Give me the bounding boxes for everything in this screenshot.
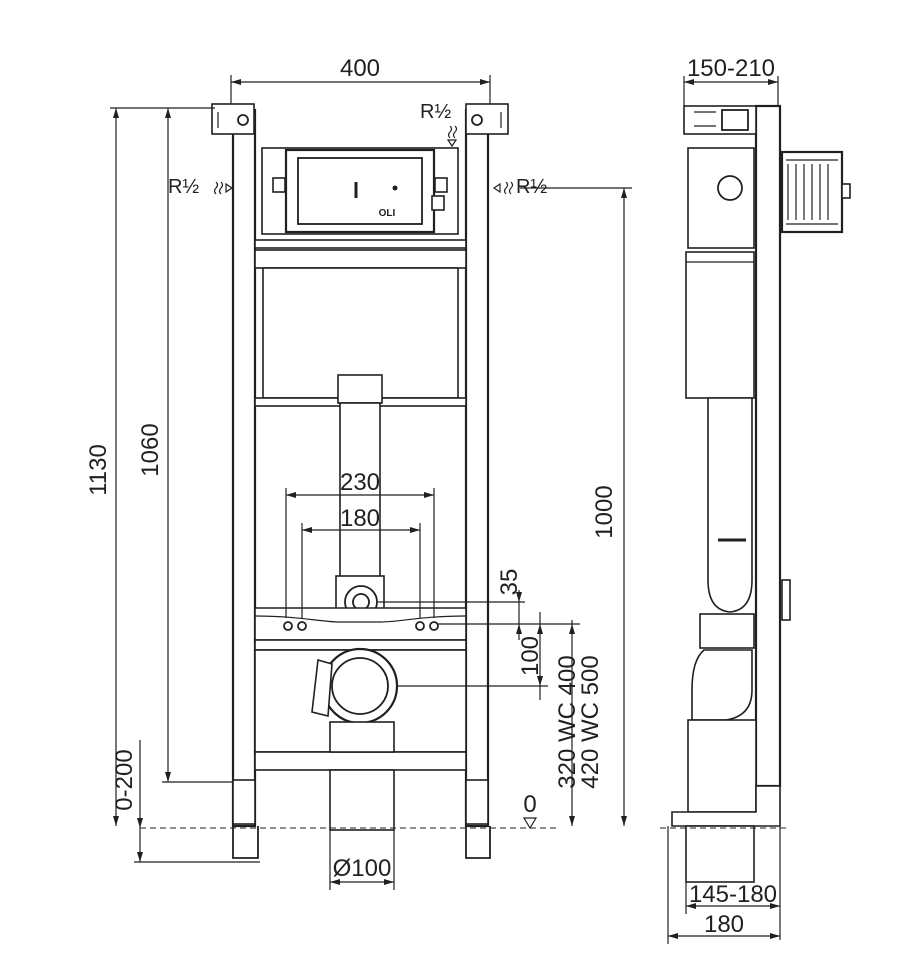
side-connector: [699, 613, 755, 649]
front-view: 400 OLI: [85, 55, 632, 890]
left-top-bracket: [211, 103, 255, 135]
flush-pipe: [339, 402, 381, 584]
side-post: [754, 104, 782, 788]
inlet-right-label: R½: [516, 176, 547, 198]
flush-plate: [297, 157, 423, 225]
dim-145-180: 145-180: [689, 881, 777, 908]
side-foot: [671, 785, 781, 827]
outlet-ring: [321, 647, 399, 725]
right-foot: [465, 779, 489, 825]
dim-1130: 1130: [85, 444, 112, 496]
inlet-top-label: R½: [420, 101, 451, 123]
dim-100: 100: [517, 636, 544, 676]
side-cistern-top: [687, 147, 755, 249]
dim-180: 180: [340, 505, 380, 532]
upper-crossbar: [254, 239, 467, 249]
dim-420-500: 420 WC 500: [577, 655, 604, 788]
dim-1060: 1060: [137, 423, 164, 476]
side-flush-pipe: [707, 397, 753, 613]
dim-320-400: 320 WC 400: [554, 655, 581, 788]
dim-35: 35: [496, 569, 523, 596]
dim-230: 230: [340, 469, 380, 496]
dim-outlet-diameter: Ø100: [333, 855, 392, 882]
left-post: [231, 108, 257, 828]
side-view: 150-210: [660, 55, 851, 944]
bottom-crossbar: [254, 751, 467, 771]
dim-180-depth: 180: [704, 911, 744, 938]
zero-level-label: 0: [523, 791, 536, 818]
brand-logo: OLI: [379, 208, 396, 219]
dim-400: 400: [340, 55, 380, 82]
flush-plate-housing: [284, 148, 436, 234]
left-foot: [232, 779, 256, 825]
dim-1000: 1000: [591, 485, 618, 538]
side-cistern-body: [685, 251, 755, 399]
side-outlet-bend: [691, 649, 753, 721]
dim-leg-adjust: 0-200: [111, 749, 138, 810]
dim-150-210: 150-210: [687, 55, 775, 82]
right-post: [464, 108, 490, 828]
inlet-left-label: R½: [168, 176, 199, 198]
